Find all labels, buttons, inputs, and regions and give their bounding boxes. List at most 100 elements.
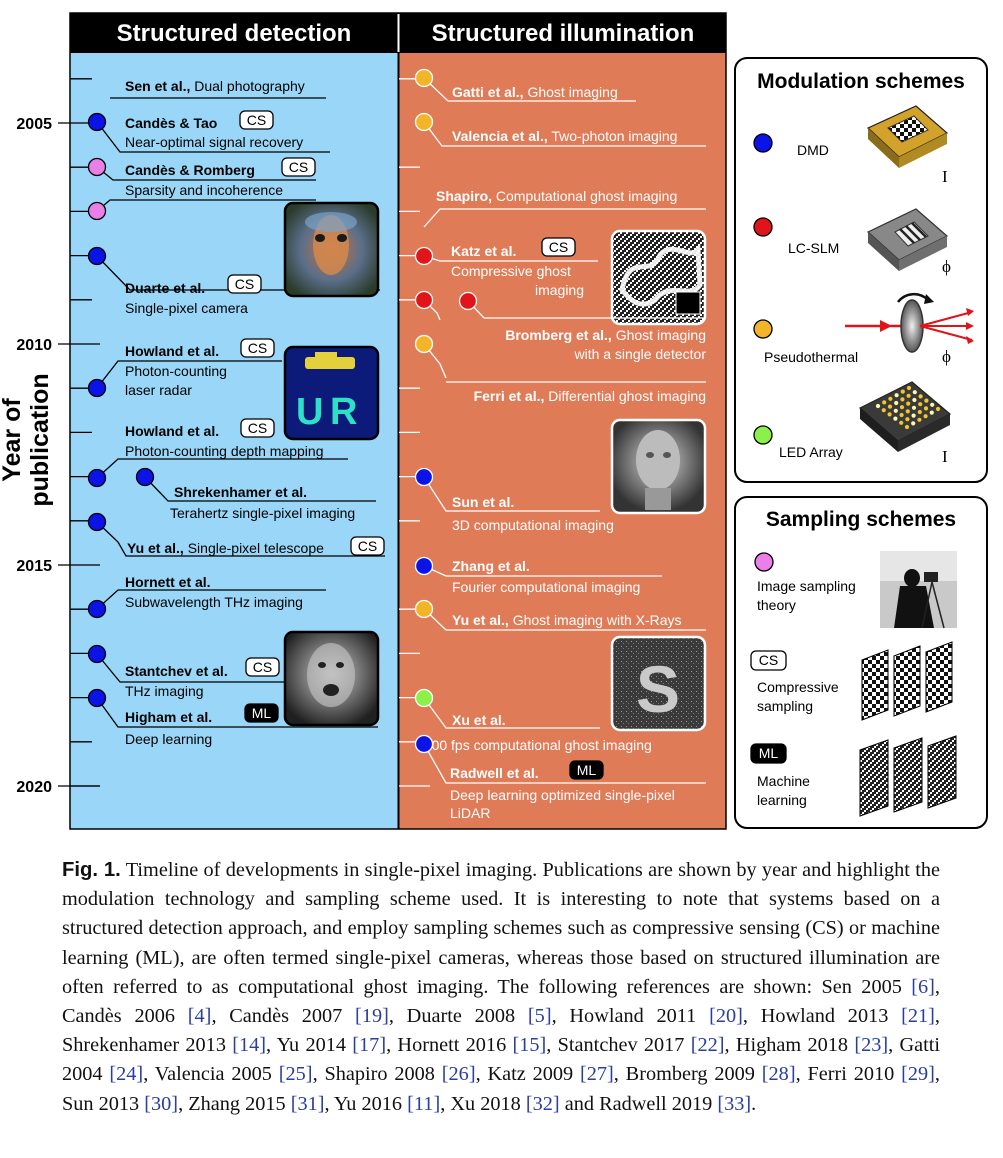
reference-link[interactable]: [32] [525,1092,560,1115]
svg-text:CS: CS [253,659,272,675]
led-element [918,402,923,407]
svg-text:Duarte et al.: Duarte et al. [125,280,205,296]
led-element [894,400,899,406]
reference-entry: , Duarte 2008 [5] [388,1005,552,1028]
svg-text:Xu et al.: Xu et al. [452,712,506,728]
reference-link[interactable]: [5] [527,1005,552,1028]
svg-text:Shapiro, Computational ghost i: Shapiro, Computational ghost imaging [436,188,677,204]
led-element [911,421,916,426]
image-sampling-dot [87,157,107,177]
reference-link[interactable]: [15] [512,1034,547,1057]
reference-link[interactable]: [23] [854,1034,889,1057]
entry-howland-2013: Howland et al. CS Photon-counting depth … [87,418,348,488]
led-dot [753,425,773,445]
reference-link[interactable]: [22] [690,1034,725,1057]
led-element [899,405,905,410]
reference-link[interactable]: [17] [352,1034,387,1057]
reference-entry: , Katz 2009 [27] [475,1063,614,1086]
entry-yu-2014: Yu et al., Single-pixel telescope CS [87,512,385,557]
led-element [888,396,893,401]
random-pattern-icon [861,641,953,721]
legend-pseudothermal: Pseudothermal ϕ [753,292,974,366]
dmd-dot [87,468,107,488]
reference-link[interactable]: [31] [290,1092,325,1115]
led-element [929,410,934,415]
led-element [899,420,904,425]
led-element [917,409,922,415]
reference-entry: , Candès 2007 [19] [211,1005,389,1028]
entry-duarte: Duarte et al. CS Single-pixel camera [87,201,380,316]
svg-text:1000 fps computational ghost i: 1000 fps computational ghost imaging [416,737,652,753]
legend-lc-slm: LC-SLM ϕ [753,208,951,276]
svg-text:publication: publication [26,373,54,506]
entry-sen: Sen et al., Dual photography [110,78,326,99]
reference-link[interactable]: [20] [709,1005,743,1028]
led-element [918,394,923,399]
reference-entry: , Higham 2018 [23] [724,1034,889,1057]
cs-badge: CS [281,157,316,177]
svg-text:CS: CS [248,420,267,436]
entry-gatti: Gatti et al., Ghost imaging [414,68,636,102]
year-tick-label: 2010 [16,337,52,354]
svg-text:CS: CS [759,652,778,668]
svg-text:R: R [330,391,357,433]
reference-link[interactable]: [28] [761,1063,796,1086]
svg-text:Howland et al.: Howland et al. [125,343,219,359]
reference-link[interactable]: [21] [901,1005,935,1028]
reference-link[interactable]: [27] [579,1063,614,1086]
reference-link[interactable]: [6] [911,975,935,998]
led-dot [414,688,434,708]
svg-text:Bromberg et al., Ghost imaging: Bromberg et al., Ghost imaging [505,327,706,343]
cameraman-image [880,551,957,629]
svg-text:3D computational imaging: 3D computational imaging [452,517,614,533]
cs-badge: CS [240,338,275,358]
svg-text:Photon-counting depth mapping: Photon-counting depth mapping [125,443,323,459]
svg-text:ϕ: ϕ [942,257,951,276]
entry-shapiro: Shapiro, Computational ghost imaging [423,188,706,228]
svg-text:U: U [296,391,323,433]
svg-text:Higham et al.: Higham et al. [125,709,212,725]
timeline-figure: Structured detection Structured illumina… [0,12,988,830]
led-element [911,413,916,418]
svg-text:Katz et al.: Katz et al. [451,243,516,259]
reference-link[interactable]: [11] [407,1092,441,1115]
svg-text:Candès & Tao: Candès & Tao [125,115,217,131]
svg-text:Hornett et al.: Hornett et al. [125,574,211,590]
svg-text:Sun et al.: Sun et al. [452,494,514,510]
svg-text:DMD: DMD [797,142,829,158]
svg-text:Zhang et al.: Zhang et al. [452,558,530,574]
reference-link[interactable]: [25] [278,1063,313,1086]
reference-link[interactable]: [14] [232,1034,267,1057]
reference-link[interactable]: [4] [187,1005,212,1028]
dmd-dot [87,378,107,398]
entry-ferri: Ferri et al., Differential ghost imaging [414,334,706,404]
sampling-schemes-panel: Sampling schemes Image sampling theory C… [734,496,988,829]
svg-text:Near-optimal signal recovery: Near-optimal signal recovery [125,134,303,150]
reference-entry: , Xu 2018 [32] [440,1092,560,1115]
svg-text:CS: CS [549,239,568,255]
cs-badge: CS [245,657,280,677]
svg-text:Photon-counting: Photon-counting [125,363,227,379]
pseudothermal-dot [414,68,434,88]
entry-xu: Xu et al. 1000 fps computational ghost i… [414,688,652,753]
entry-sun: Sun et al. 3D computational imaging [414,418,707,533]
reference-entry: , Shapiro 2008 [26] [312,1063,476,1086]
cs-badge: CS [227,274,262,294]
reference-link[interactable]: [24] [109,1063,144,1086]
caption-text: Timeline of developments in single-pixel… [62,859,940,998]
svg-text:CS: CS [289,159,308,175]
reference-link[interactable]: [33] [717,1092,752,1115]
reference-link[interactable]: [30] [144,1092,179,1115]
reference-link[interactable]: [19] [355,1005,389,1028]
reference-entry: , Gatti 2004 [24] [62,1034,941,1086]
dmd-dot [414,467,434,487]
reference-link[interactable]: [26] [441,1063,476,1086]
reference-link[interactable]: [29] [901,1063,935,1086]
dmd-dot [414,734,434,754]
reference-entry: and Radwell 2019 [33] [559,1092,752,1115]
svg-text:Terahertz single-pixel imaging: Terahertz single-pixel imaging [170,505,355,521]
svg-text:Howland et al.: Howland et al. [125,423,219,439]
entry-stantchev: Stantchev et al. CS THz imaging [87,630,380,727]
reference-entry: , Zhang 2015 [31] [178,1092,325,1115]
svg-text:Sparsity and incoherence: Sparsity and incoherence [125,182,283,198]
